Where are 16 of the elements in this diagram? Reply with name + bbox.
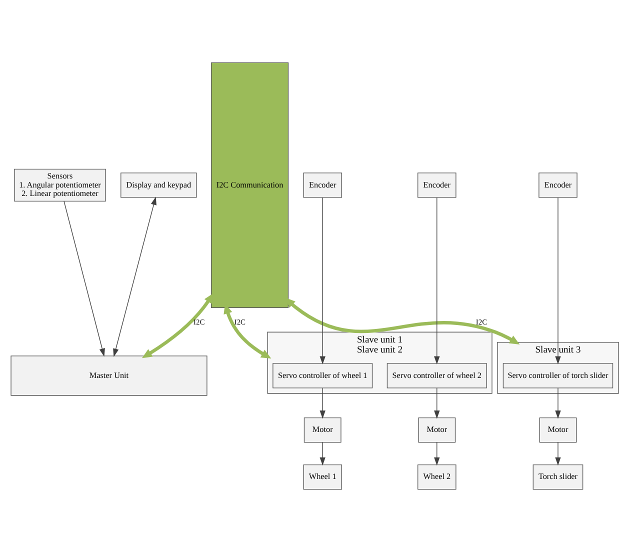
arrow (434, 387, 440, 418)
arrow (285, 297, 520, 344)
arrow (555, 442, 561, 466)
arrow (64, 200, 105, 356)
arrow (555, 196, 561, 364)
edge-label: I2C (194, 317, 205, 326)
edge-label: I2C (234, 317, 246, 326)
arrow (434, 196, 440, 364)
arrow (113, 196, 156, 356)
edge-label: I2C (476, 317, 488, 326)
arrow (320, 196, 326, 364)
arrow (320, 442, 326, 466)
arrow (555, 387, 561, 418)
arrow (434, 442, 440, 466)
arrow (320, 387, 326, 418)
arrow (142, 292, 214, 358)
